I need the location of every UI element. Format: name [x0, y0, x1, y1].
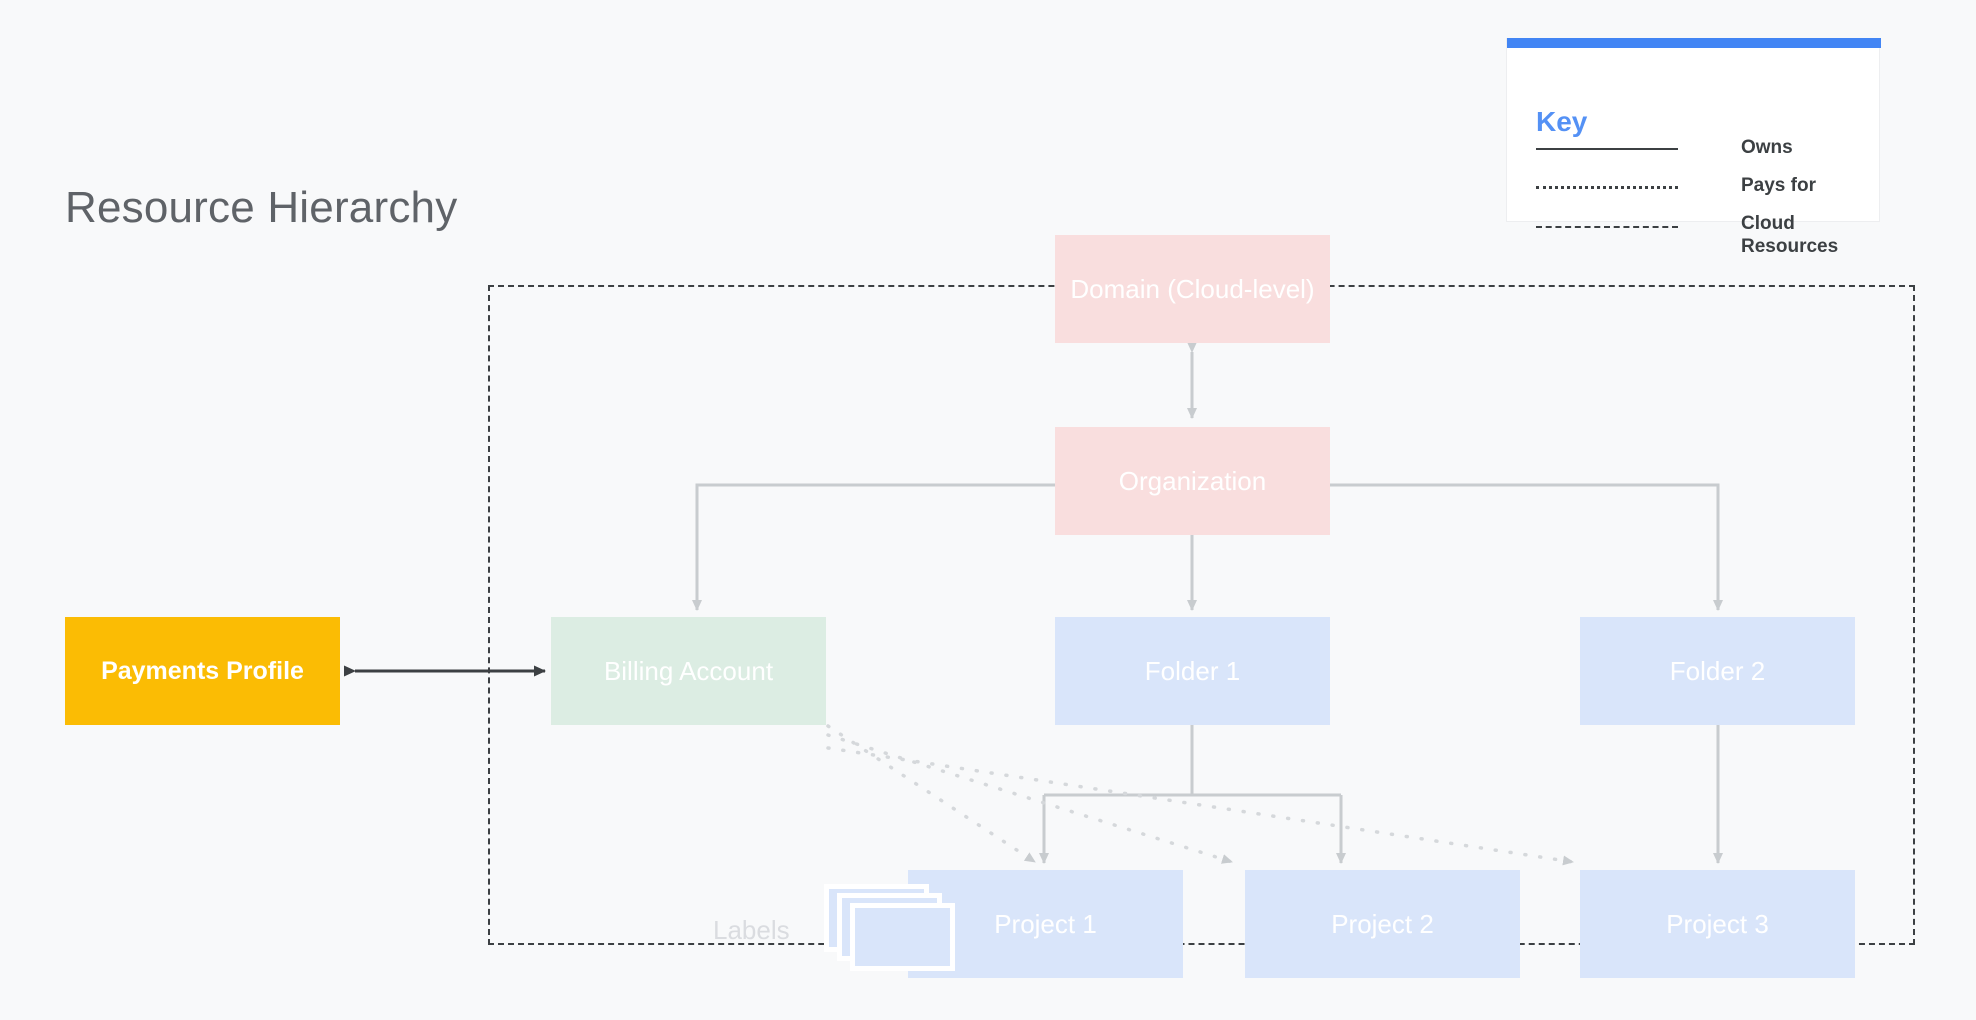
key-line-dotted-icon	[1536, 186, 1678, 189]
node-folder-2[interactable]: Folder 2	[1580, 617, 1855, 725]
node-folder-2-label: Folder 2	[1669, 655, 1766, 686]
key-heading: Key	[1536, 106, 1588, 137]
node-folder-1-label: Folder 1	[1144, 655, 1241, 686]
node-project-2-label: Project 2	[1331, 908, 1434, 939]
node-folder-1[interactable]: Folder 1	[1055, 617, 1330, 725]
key-legend-panel: Key Owns Pays for Cloud Resources	[1506, 38, 1881, 257]
key-line-solid-icon	[1536, 148, 1678, 150]
node-project-1-label: Project 1	[994, 908, 1097, 939]
node-project-3-label: Project 3	[1666, 908, 1769, 939]
node-domain-label: Domain (Cloud-level)	[1070, 273, 1315, 304]
key-accent-bar	[1507, 38, 1881, 48]
node-project-2[interactable]: Project 2	[1245, 870, 1520, 978]
cloud-resources-boundary	[488, 285, 1915, 945]
node-billing-account[interactable]: Billing Account	[551, 617, 826, 725]
label-card-front	[850, 903, 955, 971]
key-label-cloud-resources: Cloud Resources	[1741, 213, 1839, 257]
labels-stack-icon	[824, 884, 959, 974]
key-label-owns: Owns	[1741, 137, 1793, 158]
node-billing-account-label: Billing Account	[603, 655, 774, 686]
page-title: Resource Hierarchy	[65, 183, 458, 232]
labels-annotation: Labels	[713, 915, 790, 945]
node-organization[interactable]: Organization	[1055, 427, 1330, 535]
node-project-3[interactable]: Project 3	[1580, 870, 1855, 978]
node-organization-label: Organization	[1118, 465, 1267, 496]
node-payments-profile[interactable]: Payments Profile	[65, 617, 340, 725]
key-line-dashed-icon	[1536, 226, 1678, 228]
node-domain[interactable]: Domain (Cloud-level)	[1055, 235, 1330, 343]
node-payments-profile-label: Payments Profile	[101, 656, 304, 685]
key-label-pays-for: Pays for	[1741, 175, 1816, 196]
